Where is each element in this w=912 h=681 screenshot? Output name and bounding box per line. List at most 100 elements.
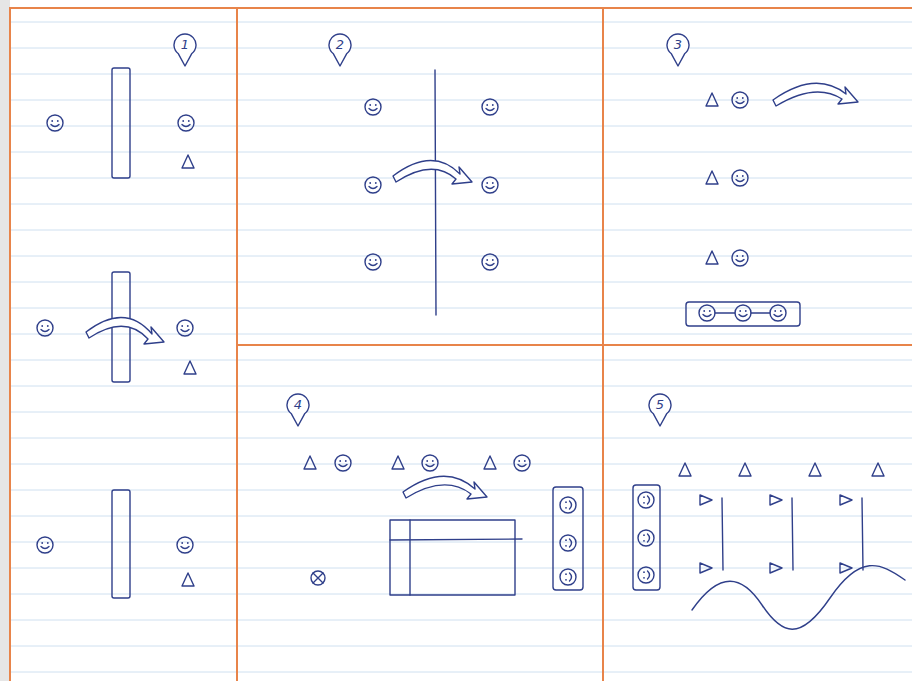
eye — [57, 120, 59, 122]
ruled-line — [10, 568, 912, 569]
ruled-line — [10, 412, 912, 413]
ruled-line — [10, 282, 912, 283]
eye — [518, 460, 520, 462]
head — [560, 569, 576, 585]
eye — [187, 325, 189, 327]
callout-pin: 2 — [328, 33, 352, 67]
eye — [736, 97, 738, 99]
gate-bar — [112, 68, 130, 178]
eye — [774, 310, 776, 312]
eye — [181, 325, 183, 327]
cone-triangle — [184, 361, 196, 374]
person-icon — [638, 567, 654, 583]
eye — [742, 97, 744, 99]
person-icon — [178, 115, 194, 131]
bench — [553, 487, 583, 590]
head — [37, 537, 53, 553]
person-icon — [482, 99, 498, 115]
eye — [643, 540, 645, 542]
ruled-line — [10, 308, 912, 309]
callout-pin: 5 — [648, 393, 672, 427]
person-icon — [177, 537, 193, 553]
callout-pin: 4 — [286, 393, 310, 427]
callout-number: 2 — [328, 33, 352, 53]
person-icon — [735, 305, 751, 321]
eye — [181, 542, 183, 544]
eye — [369, 104, 371, 106]
ruled-line — [10, 204, 912, 205]
pin-shape — [667, 34, 689, 66]
eye — [375, 259, 377, 261]
ruled-line — [10, 48, 912, 49]
flag-triangle — [770, 563, 782, 573]
head — [365, 254, 381, 270]
smile — [703, 315, 711, 317]
callout-number: 1 — [173, 33, 197, 53]
pin-shape — [649, 394, 671, 426]
ruled-line — [10, 620, 912, 621]
cone-triangle — [304, 456, 316, 469]
smile — [570, 539, 572, 547]
gate-bar — [112, 490, 130, 598]
eye — [369, 182, 371, 184]
curved-arrow — [86, 317, 164, 344]
ruled-line — [10, 126, 912, 127]
eye — [426, 460, 428, 462]
head — [638, 530, 654, 546]
cone-triangle — [182, 573, 194, 586]
person-icon — [365, 254, 381, 270]
head — [560, 497, 576, 513]
smile — [518, 465, 526, 467]
table-line — [409, 520, 410, 595]
divider-line — [435, 70, 436, 315]
head — [732, 170, 748, 186]
head — [47, 115, 63, 131]
smile — [486, 187, 494, 189]
head — [732, 250, 748, 266]
eye — [339, 460, 341, 462]
head — [365, 99, 381, 115]
person-icon — [335, 455, 351, 471]
person-icon — [732, 170, 748, 186]
eye — [565, 579, 567, 581]
panel-frame — [603, 345, 912, 681]
bench — [633, 485, 660, 590]
head — [482, 254, 498, 270]
panel-frames — [10, 8, 912, 681]
eye — [492, 104, 494, 106]
person-icon — [37, 320, 53, 336]
smile — [486, 109, 494, 111]
eye — [375, 182, 377, 184]
eye — [565, 573, 567, 575]
person-icon — [638, 530, 654, 546]
eye — [345, 460, 347, 462]
person-icon — [770, 305, 786, 321]
flag-triangle — [700, 563, 712, 573]
eye — [187, 542, 189, 544]
callout-number: 4 — [286, 393, 310, 413]
head — [514, 455, 530, 471]
eye — [745, 310, 747, 312]
eye — [41, 325, 43, 327]
eye — [780, 310, 782, 312]
smile — [648, 496, 650, 504]
person-icon — [732, 250, 748, 266]
cone-triangle — [182, 155, 194, 168]
eye — [742, 175, 744, 177]
cone-triangle — [706, 93, 718, 106]
head — [482, 99, 498, 115]
smile — [181, 330, 189, 332]
person-icon — [482, 254, 498, 270]
smile — [570, 573, 572, 581]
eye — [736, 175, 738, 177]
eye — [643, 534, 645, 536]
eye — [565, 501, 567, 503]
head — [422, 455, 438, 471]
callout-number: 3 — [666, 33, 690, 53]
smile — [181, 547, 189, 549]
eye — [643, 502, 645, 504]
crossed-circle — [311, 571, 325, 585]
eye — [486, 182, 488, 184]
